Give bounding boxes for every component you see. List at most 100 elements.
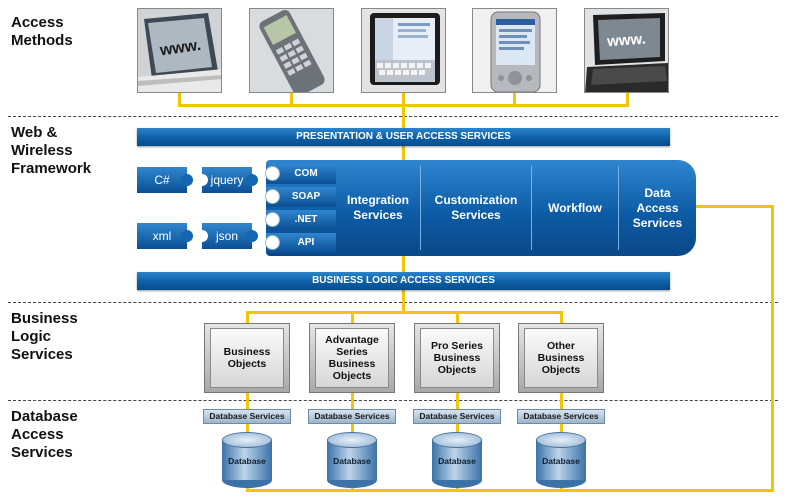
database-label: Database [542,456,580,466]
puzzle-knob [246,174,258,186]
business-logic-services-banner: BUSINESS LOGIC ACCESS SERVICES [137,272,670,290]
connector-line [626,92,629,106]
separator-line [8,400,778,401]
protocol-label: API [297,237,315,248]
customization-services: Customization Services [434,193,518,222]
connector-line [246,423,249,435]
laptop-image: www. [584,8,669,93]
laptop-screen-text: www. [606,31,647,51]
cylinder-top [327,432,377,448]
connector-line [560,311,563,324]
connector-line [456,392,459,410]
tech-piece-json: json [196,223,258,249]
database-cylinder-icon: Database [432,432,482,488]
connector-line [351,423,354,435]
protocol-com: COM [265,164,336,184]
business-objects-label: Business Objects [210,328,284,388]
cylinder-top [432,432,482,448]
connector-line [246,392,249,410]
business-objects-box: Business Objects [204,323,290,393]
separator-line [8,116,778,117]
presentation-services-banner: PRESENTATION & USER ACCESS SERVICES [137,128,670,146]
connector-line [402,146,405,162]
framework-services-block: Integration Services Customization Servi… [266,160,696,256]
pda-image [472,8,557,93]
desktop-pc-image: www. [137,8,222,93]
database-label: Database [228,456,266,466]
connector-line [696,205,774,208]
puzzle-knob [181,174,193,186]
desktop-screen-text: www. [158,37,202,60]
data-access-services: Data Access Services [632,185,683,230]
section-label-database-access-services: Database Access Services [11,408,78,461]
column-divider [420,166,421,250]
database-cylinder-icon: Database [536,432,586,488]
section-label-access-methods: Access Methods [11,14,73,49]
integration-services: Integration Services [347,193,409,222]
database-services-bar: Database Services [517,409,605,424]
business-objects-label: Other Business Objects [524,328,598,388]
connector-line [771,205,774,492]
separator-line [8,302,778,303]
advantage-series-business-objects-box: Advantage Series Business Objects [309,323,395,393]
tech-piece-xml: xml [137,223,193,249]
tech-label: jquery [210,173,244,187]
connector-line [351,392,354,410]
protocol-soap: SOAP [265,187,336,207]
protocol-label: .NET [294,214,318,225]
connector-line [246,311,249,324]
cylinder-top [222,432,272,448]
section-label-web-wireless-framework: Web & Wireless Framework [11,124,92,177]
connector-dot [265,166,280,181]
protocol-dotnet: .NET [265,210,336,230]
column-divider [531,166,532,250]
workflow-service: Workflow [548,200,602,215]
database-services-bar: Database Services [308,409,396,424]
connector-line [290,92,293,106]
puzzle-notch [196,230,208,242]
connector-line [560,423,563,435]
connector-line [560,392,563,410]
puzzle-knob [181,230,193,242]
database-services-bar: Database Services [203,409,291,424]
connector-line [402,289,405,313]
database-label: Database [438,456,476,466]
database-cylinder-icon: Database [327,432,377,488]
protocol-label: SOAP [291,191,321,202]
connector-line [351,311,354,324]
column-divider [618,166,619,250]
business-objects-label: Pro Series Business Objects [420,328,494,388]
tech-piece-csharp: C# [137,167,193,193]
mobile-phone-image [249,8,334,93]
database-label: Database [333,456,371,466]
protocol-api: API [265,233,336,253]
connector-line [246,311,562,314]
tech-label: xml [152,229,172,243]
database-cylinder-icon: Database [222,432,272,488]
connector-line [402,254,405,272]
puzzle-notch [196,174,208,186]
other-business-objects-box: Other Business Objects [518,323,604,393]
tech-label: json [215,229,238,243]
cylinder-top [536,432,586,448]
tablet-image [361,8,446,93]
business-objects-label: Advantage Series Business Objects [315,328,389,388]
connector-line [456,311,459,324]
protocol-label: COM [294,168,318,179]
connector-dot [265,189,280,204]
connector-line [178,104,629,107]
section-label-business-logic-services: Business Logic Services [11,310,78,363]
connector-line [246,489,774,492]
connector-line [456,423,459,435]
connector-line [178,92,181,106]
connector-dot [265,235,280,250]
database-services-bar: Database Services [413,409,501,424]
connector-dot [265,212,280,227]
tech-label: C# [154,173,170,187]
connector-line [402,92,405,129]
puzzle-knob [246,230,258,242]
pro-series-business-objects-box: Pro Series Business Objects [414,323,500,393]
tech-piece-jquery: jquery [196,167,258,193]
connector-line [513,92,516,106]
